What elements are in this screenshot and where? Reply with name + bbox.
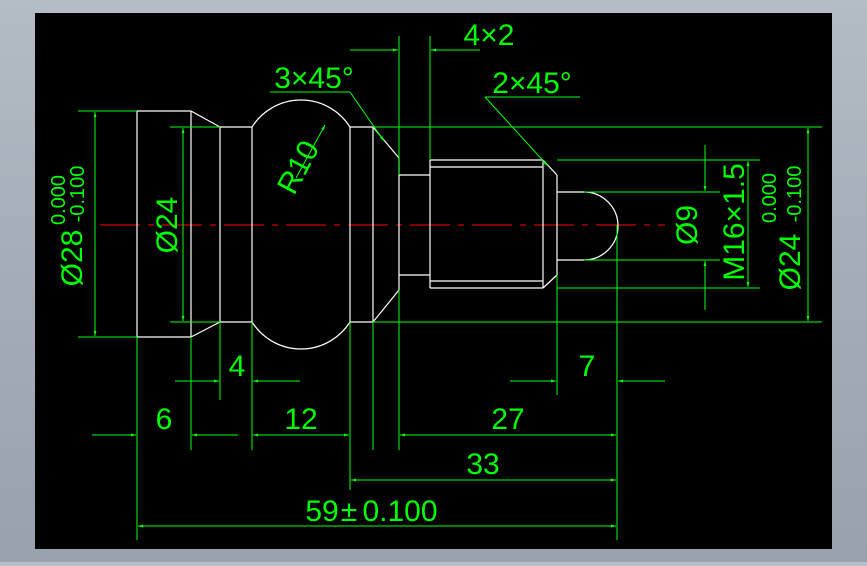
diameter-9-label: Ø9: [671, 205, 704, 245]
diameter-28-tol-upper: 0.000: [48, 175, 70, 225]
part-outline: [136, 99, 619, 350]
length-4-label: 4: [229, 350, 246, 383]
thread-m16-label: M16×1.5: [718, 163, 751, 281]
length-12-label: 12: [284, 403, 317, 436]
length-59-label: 59: [305, 495, 338, 528]
length-33-label: 33: [466, 448, 499, 481]
diameter-24-inner-label: Ø24: [151, 197, 184, 254]
dimension-lines: [78, 36, 822, 540]
chamfer-4x2-label: 4×2: [464, 19, 515, 52]
diameter-28-label: Ø28: [56, 230, 89, 287]
diameter-24-tol-upper: 0.000: [759, 173, 781, 223]
length-27-label: 27: [491, 403, 524, 436]
length-59-tol-symbol: ±: [341, 495, 357, 528]
length-6-label: 6: [156, 403, 173, 436]
diameter-24-tol-lower: -0.100: [784, 166, 806, 223]
length-59-tol: 0.100: [362, 495, 437, 528]
diameter-28-tol-lower: -0.100: [67, 166, 89, 223]
chamfer-2x45-label: 2×45°: [492, 67, 572, 100]
dimension-text: 4×2 3×45° 2×45° R10 Ø24 Ø28 0.000 -0.100…: [48, 19, 807, 528]
chamfer-3x45-label: 3×45°: [274, 62, 354, 95]
diameter-24-right-label: Ø24: [774, 234, 807, 291]
length-7-label: 7: [579, 350, 596, 383]
